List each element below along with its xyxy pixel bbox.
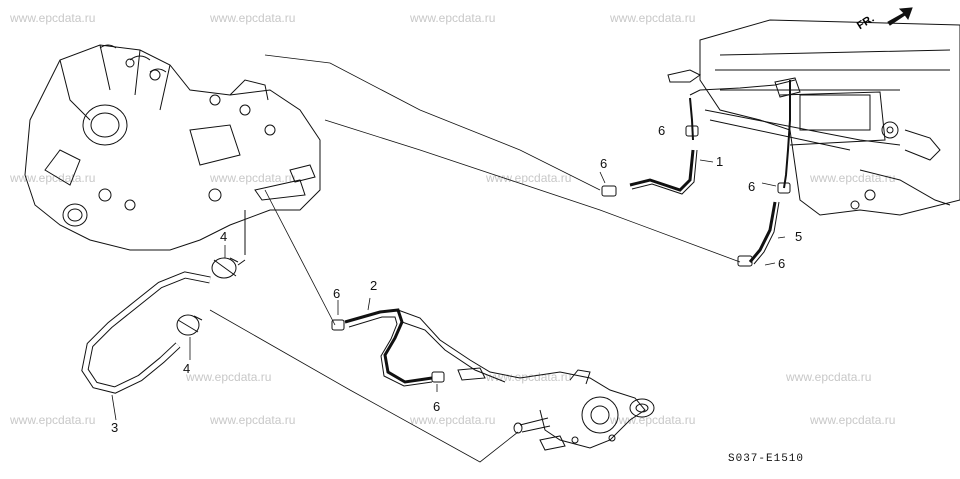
front-arrow-icon — [887, 7, 913, 26]
hose-clamp — [176, 314, 203, 336]
watermark: www.epcdata.ru — [810, 171, 896, 185]
callout-6: 6 — [433, 399, 441, 414]
watermark: www.epcdata.ru — [186, 370, 272, 384]
hose-clip — [431, 371, 445, 383]
water-outlet-housing — [513, 369, 655, 451]
callout-6: 6 — [658, 123, 666, 138]
callout-5: 5 — [795, 229, 803, 244]
hose-clip — [331, 319, 345, 331]
watermark: www.epcdata.ru — [210, 11, 296, 25]
leader-lines — [111, 54, 786, 463]
hose-5 — [748, 80, 791, 265]
intake-manifold — [24, 44, 321, 251]
callout-6: 6 — [778, 256, 786, 271]
hose-1 — [629, 69, 796, 195]
callout-3: 3 — [111, 420, 119, 435]
watermark: www.epcdata.ru — [610, 11, 696, 25]
watermark: www.epcdata.ru — [210, 413, 296, 427]
hose-clip — [777, 182, 791, 194]
hose-clip — [601, 185, 617, 197]
callout-1: 1 — [716, 154, 724, 169]
watermark: www.epcdata.ru — [410, 11, 496, 25]
watermark: www.epcdata.ru — [10, 413, 96, 427]
callout-6: 6 — [748, 179, 756, 194]
watermark: www.epcdata.ru — [610, 413, 696, 427]
callout-2: 2 — [370, 278, 378, 293]
hose-clamp — [211, 257, 239, 279]
watermark: www.epcdata.ru — [410, 413, 496, 427]
watermark: www.epcdata.ru — [210, 171, 296, 185]
watermark: www.epcdata.ru — [10, 11, 96, 25]
engine-block — [699, 19, 960, 216]
callout-6: 6 — [600, 156, 608, 171]
callout-4: 4 — [183, 361, 191, 376]
callout-6: 6 — [333, 286, 341, 301]
hose-3 — [81, 210, 246, 394]
diagram-code: S037-E1510 — [728, 453, 805, 465]
watermark: www.epcdata.ru — [810, 413, 896, 427]
watermark: www.epcdata.ru — [486, 171, 572, 185]
callout-4: 4 — [220, 229, 228, 244]
hose-2 — [344, 308, 521, 387]
watermark: www.epcdata.ru — [786, 370, 872, 384]
hose-clip — [685, 125, 699, 137]
